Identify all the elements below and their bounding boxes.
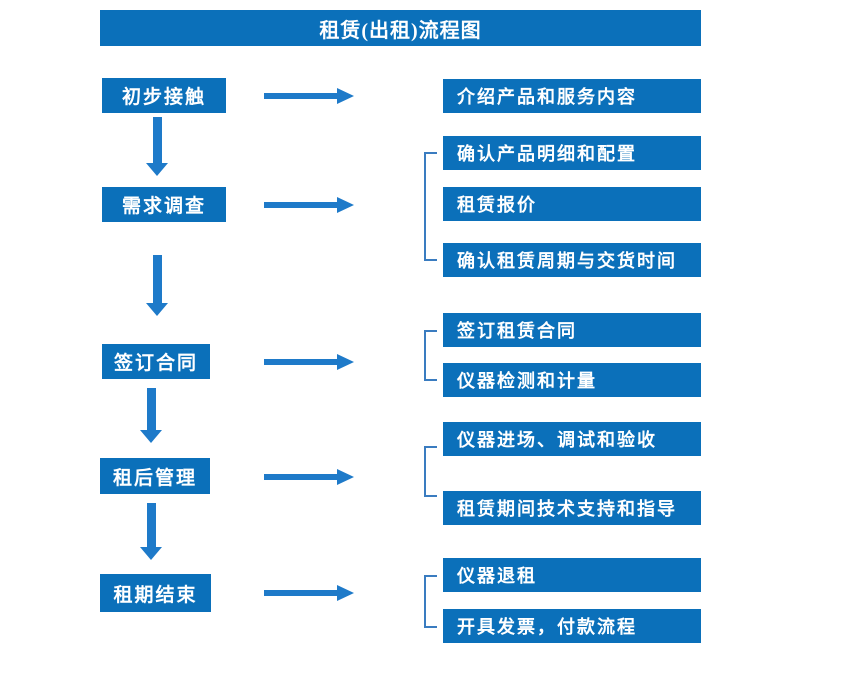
detail-box: 签订租赁合同 bbox=[443, 313, 701, 347]
arrow-head-icon bbox=[146, 303, 168, 316]
arrow-shaft bbox=[152, 117, 162, 163]
right-arrow-3 bbox=[264, 353, 354, 370]
arrow-head-icon bbox=[337, 196, 354, 213]
down-arrow-3 bbox=[140, 388, 162, 443]
arrow-shaft bbox=[152, 255, 162, 303]
group-bracket-5 bbox=[424, 575, 437, 628]
detail-box: 仪器退租 bbox=[443, 558, 701, 592]
arrow-head-icon bbox=[337, 584, 354, 601]
right-arrow-2 bbox=[264, 196, 354, 213]
right-arrow-1 bbox=[264, 87, 354, 104]
detail-box: 租赁报价 bbox=[443, 187, 701, 221]
detail-box: 确认租赁周期与交货时间 bbox=[443, 243, 701, 277]
arrow-head-icon bbox=[140, 430, 162, 443]
arrow-head-icon bbox=[146, 163, 168, 176]
arrow-shaft bbox=[264, 473, 337, 480]
flowchart-title: 租赁(出租)流程图 bbox=[319, 19, 482, 42]
arrow-shaft bbox=[264, 201, 337, 208]
detail-box: 介绍产品和服务内容 bbox=[443, 79, 701, 113]
group-bracket-3 bbox=[424, 330, 437, 381]
right-arrow-4 bbox=[264, 468, 354, 485]
down-arrow-4 bbox=[140, 503, 162, 560]
detail-box: 开具发票，付款流程 bbox=[443, 609, 701, 643]
flowchart-title-bar: 租赁(出租)流程图 bbox=[100, 10, 701, 46]
step-box-rental-end: 租期结束 bbox=[100, 574, 211, 612]
step-box-sign-contract: 签订合同 bbox=[102, 344, 210, 379]
arrow-head-icon bbox=[337, 87, 354, 104]
arrow-shaft bbox=[146, 388, 156, 430]
detail-box: 确认产品明细和配置 bbox=[443, 136, 701, 170]
right-arrow-5 bbox=[264, 584, 354, 601]
arrow-head-icon bbox=[140, 547, 162, 560]
step-box-post-rental-management: 租后管理 bbox=[100, 458, 210, 494]
step-box-demand-survey: 需求调查 bbox=[102, 187, 226, 222]
down-arrow-1 bbox=[146, 117, 168, 176]
arrow-shaft bbox=[264, 358, 337, 365]
detail-box: 仪器检测和计量 bbox=[443, 363, 701, 397]
arrow-shaft bbox=[264, 589, 337, 596]
group-bracket-4 bbox=[424, 446, 437, 497]
step-box-initial-contact: 初步接触 bbox=[102, 78, 226, 113]
arrow-head-icon bbox=[337, 468, 354, 485]
arrow-head-icon bbox=[337, 353, 354, 370]
group-bracket-2 bbox=[424, 152, 437, 261]
detail-box: 租赁期间技术支持和指导 bbox=[443, 491, 701, 525]
detail-box: 仪器进场、调试和验收 bbox=[443, 422, 701, 456]
down-arrow-2 bbox=[146, 255, 168, 316]
arrow-shaft bbox=[146, 503, 156, 547]
arrow-shaft bbox=[264, 92, 337, 99]
